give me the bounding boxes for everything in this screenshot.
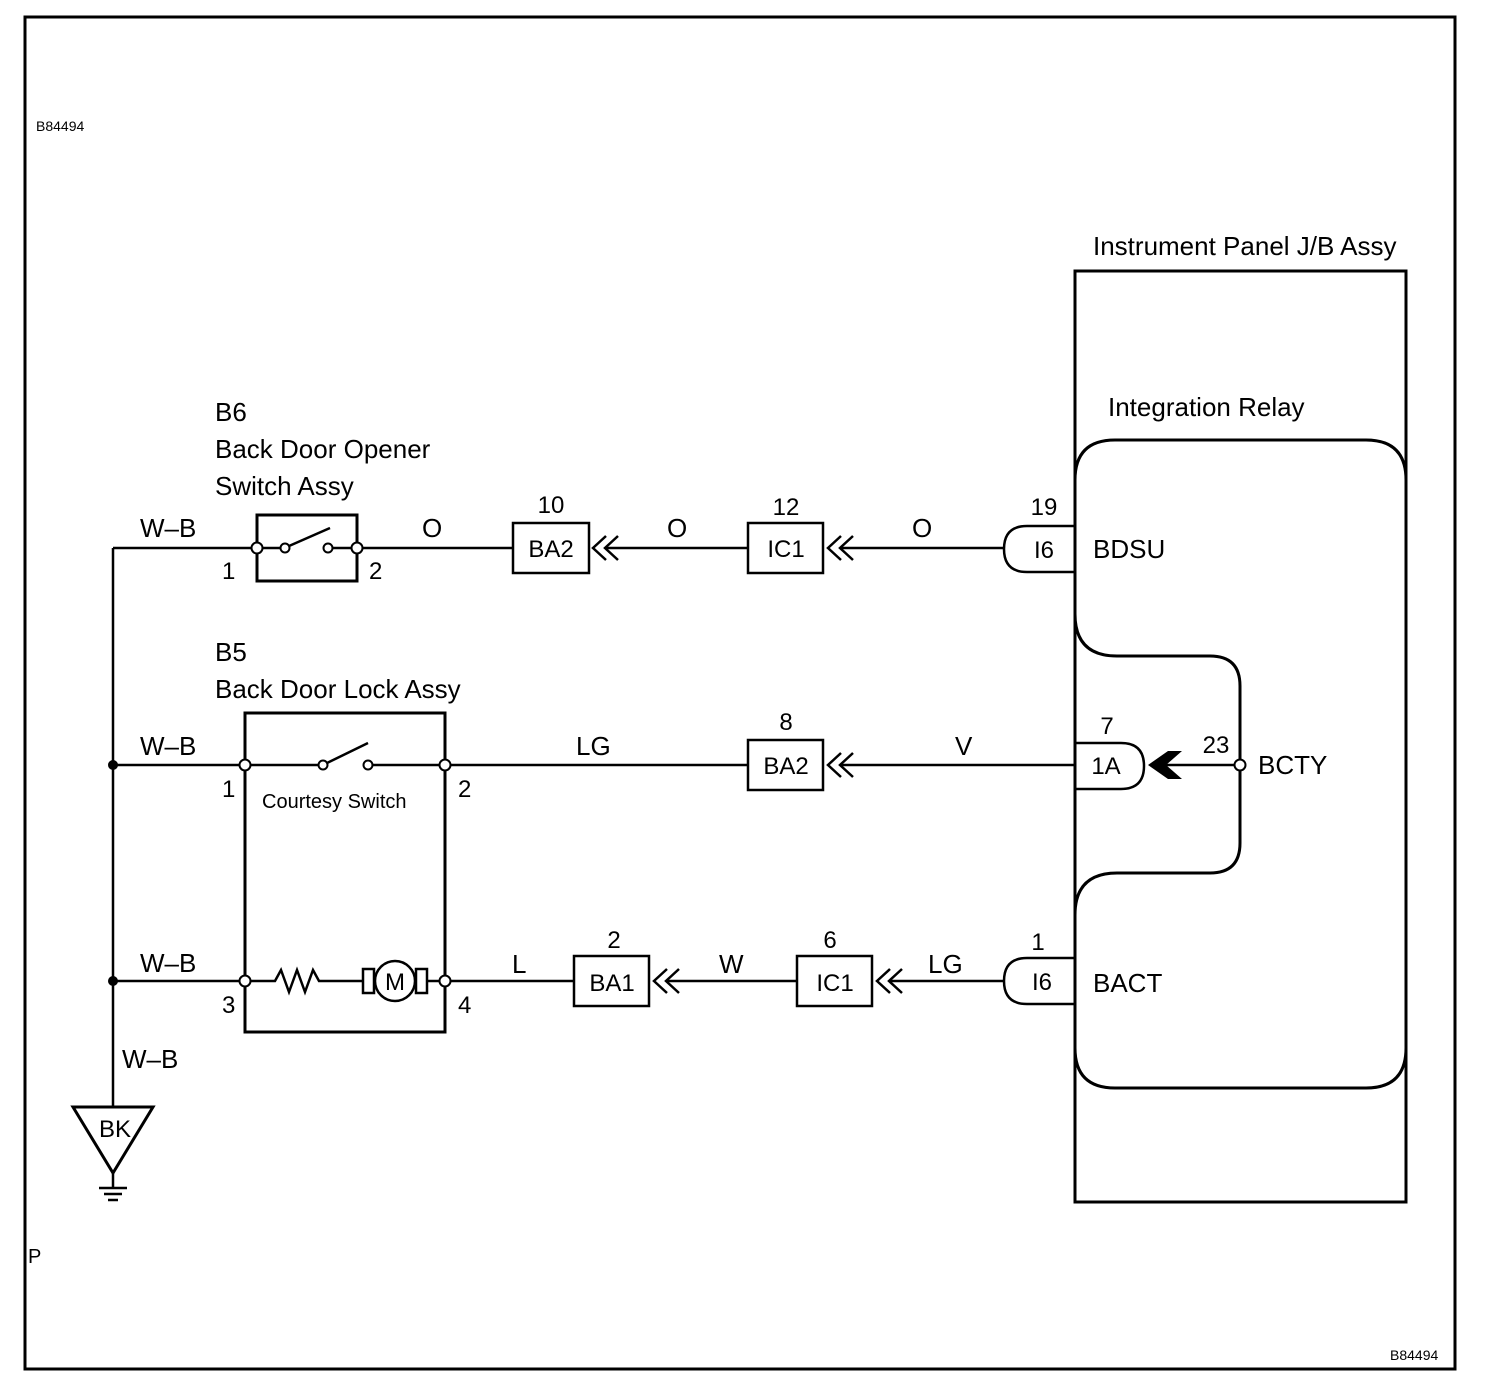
b5-pin4-number: 4	[458, 992, 471, 1019]
wire-color-wb-top: W–B	[140, 513, 196, 543]
wire-color-v: V	[955, 731, 973, 761]
b6-switch-contact	[279, 542, 291, 554]
connector-r1-i6-label: I6	[1034, 537, 1054, 564]
motor-brush-left	[361, 967, 376, 995]
connector-r3-i6-pin: 1	[1031, 929, 1044, 956]
courtesy-switch-contact	[362, 759, 374, 771]
wire-color-wb-mid: W–B	[140, 731, 196, 761]
ground-point-bk	[70, 1105, 156, 1202]
diagram-frame	[23, 15, 1457, 1371]
relay-title: Integration Relay	[1108, 392, 1305, 422]
motor-brush-right	[414, 967, 429, 995]
connector-r1-i6-pin: 19	[1031, 494, 1058, 521]
wire-color-l: L	[512, 949, 526, 979]
b6-code: B6	[215, 397, 247, 427]
terminal-bdsu: BDSU	[1093, 534, 1165, 564]
diagram-id-top: B84494	[36, 118, 84, 134]
b6-pin1-terminal	[250, 541, 264, 555]
b5-name: Back Door Lock Assy	[215, 674, 461, 704]
connector-r2-1a-label: 1A	[1091, 753, 1120, 780]
connector-r3-ba1-label: BA1	[589, 970, 634, 997]
b6-name-line2: Switch Assy	[215, 471, 354, 501]
connector-r3-i6-label: I6	[1032, 969, 1052, 996]
wire-color-wb-ground: W–B	[122, 1044, 178, 1074]
motor-label: M	[385, 969, 405, 996]
motor-symbol	[373, 959, 417, 1003]
diagram-id-bottom: B84494	[1390, 1347, 1438, 1363]
connector-r1-ic1-pin: 12	[773, 494, 800, 521]
courtesy-switch-contact	[317, 759, 329, 771]
integration-relay-outline	[1073, 438, 1408, 1090]
connector-r2-1a-pin: 7	[1100, 713, 1113, 740]
b6-pin2-number: 2	[369, 558, 382, 585]
jb-title: Instrument Panel J/B Assy	[1093, 231, 1396, 261]
b5-pin1-terminal	[238, 758, 252, 772]
b6-pin2-terminal	[350, 541, 364, 555]
b6-switch-contact	[322, 542, 334, 554]
corner-mark: P	[28, 1246, 41, 1268]
relay-pin-23: 23	[1203, 732, 1230, 759]
connector-r3-ic1	[795, 954, 874, 1008]
b5-lock-box	[243, 711, 447, 1034]
ground-label: BK	[99, 1116, 131, 1143]
courtesy-switch-label: Courtesy Switch	[262, 791, 407, 813]
terminal-bact: BACT	[1093, 968, 1162, 998]
courtesy-switch-blade	[326, 741, 369, 765]
resistor-symbol	[250, 966, 363, 996]
connector-r2-ba2	[746, 738, 825, 792]
connector-r2-ba2-pin: 8	[779, 709, 792, 736]
terminal-bcty: BCTY	[1258, 750, 1327, 780]
connector-r2-ba2-label: BA2	[763, 753, 808, 780]
connector-r3-i6	[1002, 956, 1075, 1006]
b5-pin2-terminal	[438, 758, 452, 772]
connector-r2-1a	[1075, 741, 1146, 791]
b6-pin1-number: 1	[222, 558, 235, 585]
solid-chevron-icon	[1148, 751, 1182, 779]
b5-code: B5	[215, 637, 247, 667]
connector-r3-ba1	[572, 954, 651, 1008]
bcty-terminal	[1233, 758, 1247, 772]
connector-r3-ic1-label: IC1	[816, 970, 853, 997]
connector-r1-ba2-label: BA2	[528, 536, 573, 563]
b5-pin1-number: 1	[222, 776, 235, 803]
connector-r1-ba2-pin: 10	[538, 492, 565, 519]
connector-r3-ic1-pin: 6	[823, 927, 836, 954]
b6-switch-blade	[288, 526, 331, 548]
connector-r1-ic1	[746, 521, 825, 575]
b5-pin4-terminal	[438, 974, 452, 988]
b5-pin3-terminal	[238, 974, 252, 988]
b6-name-line1: Back Door Opener	[215, 434, 431, 464]
connector-r1-ic1-label: IC1	[767, 536, 804, 563]
wire-color-lg-bottom: LG	[928, 949, 963, 979]
wire-color-o: O	[667, 513, 687, 543]
b5-pin2-number: 2	[458, 776, 471, 803]
wire-color-o: O	[422, 513, 442, 543]
wire-color-wb-bottom: W–B	[140, 948, 196, 978]
b5-pin3-number: 3	[222, 992, 235, 1019]
wire-color-o: O	[912, 513, 932, 543]
connector-r1-ba2	[511, 521, 591, 575]
wire-color-w: W	[719, 949, 744, 979]
wire-color-lg: LG	[576, 731, 611, 761]
connector-r1-i6	[1002, 524, 1075, 574]
connector-r3-ba1-pin: 2	[607, 927, 620, 954]
